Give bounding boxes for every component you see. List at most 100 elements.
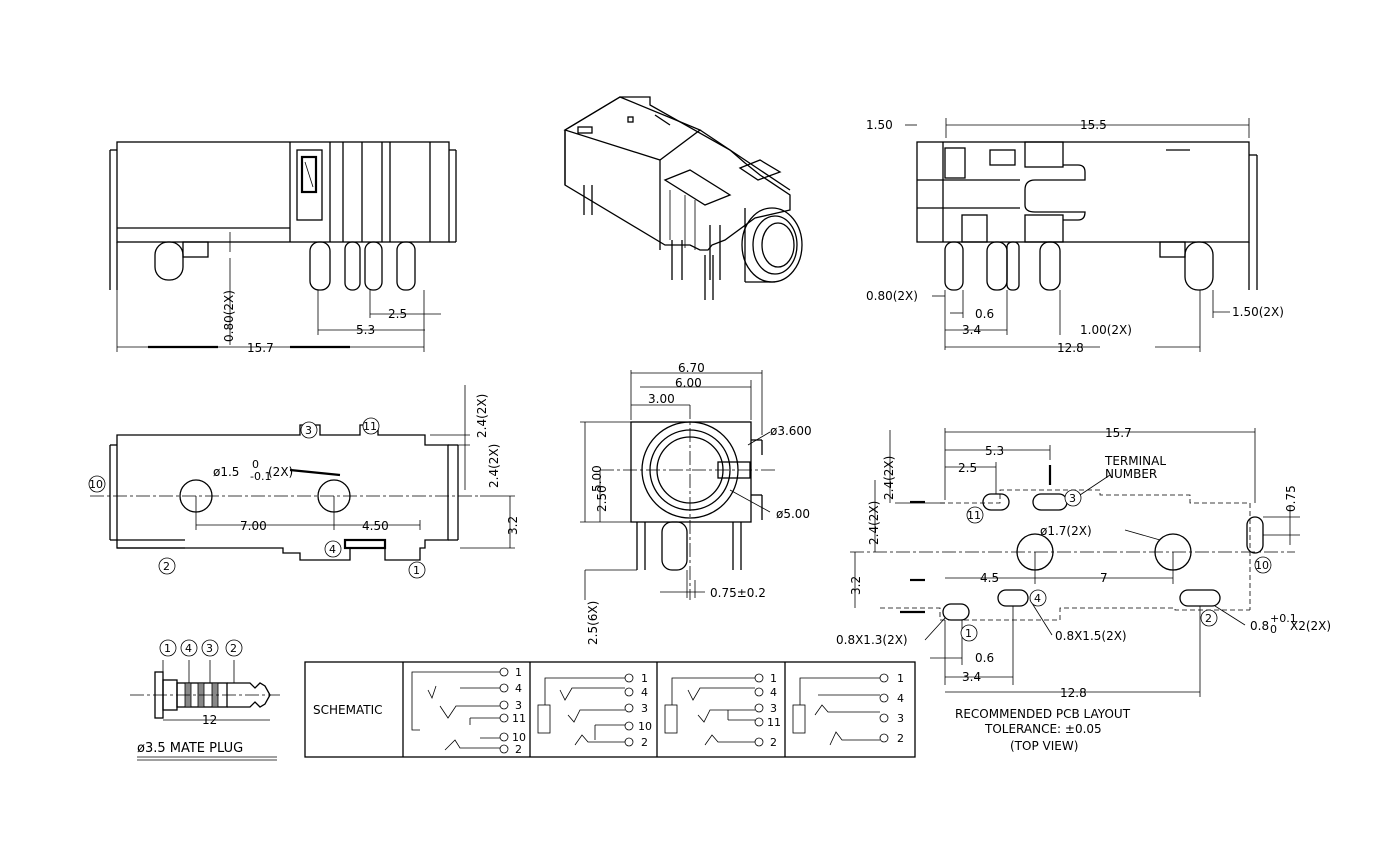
pin-10-label: 10 (89, 478, 103, 491)
dim-hole: ø1.5 (213, 465, 239, 479)
pcb-dim-3-2: 3.2 (849, 576, 863, 595)
dim-12-8: 12.8 (1057, 341, 1084, 355)
dim-2-4-a: 2.4(2X) (475, 394, 489, 438)
pcb-caption-2: TOLERANCE: ±0.05 (984, 722, 1102, 736)
sch2-pin-2: 3 (641, 702, 648, 715)
pad-c-label: 0.8 (1250, 619, 1269, 633)
dim-pitch-a: 5.3 (356, 323, 375, 337)
pcb-dim-2-4-a: 2.4(2X) (882, 456, 896, 500)
sch1-pin-5: 2 (515, 743, 522, 756)
plug-pin-2: 2 (230, 642, 237, 655)
dim-hole-count: (2X) (268, 465, 293, 479)
dim-2-4-b: 2.4(2X) (487, 444, 501, 488)
sch3-pin-0: 1 (770, 672, 777, 685)
pcb-dim-0-75: 0.75 (1284, 485, 1298, 512)
front-view: 6.70 6.00 3.00 5.00 2.50 ø3.600 ø5.00 2.… (580, 361, 812, 645)
dim-0-6: 0.6 (975, 307, 994, 321)
sch1-pin-3: 11 (512, 712, 526, 725)
jack-body-outline (116, 141, 450, 243)
top-view: 7.00 4.50 ø1.5 0 -0.1 (2X) 2.4(2X) 2.4(2… (88, 385, 520, 579)
sch3-pin-4: 2 (770, 736, 777, 749)
pad-c-tol-lower: 0 (1270, 623, 1277, 636)
pin-3-label: 3 (305, 424, 312, 437)
dim-3-2: 3.2 (506, 516, 520, 535)
pcb-dim-3-4: 3.4 (962, 670, 981, 684)
dim-6-00: 6.00 (675, 376, 702, 390)
pcb-pin-1: 1 (965, 627, 972, 640)
dim-overall-length: 15.7 (247, 341, 274, 355)
pcb-dim-4-5: 4.5 (980, 571, 999, 585)
sch2-pin-0: 1 (641, 672, 648, 685)
sch2-pin-3: 10 (638, 720, 652, 733)
dim-1-00: 1.00(2X) (1080, 323, 1132, 337)
dim-0-75: 0.75±0.2 (710, 586, 766, 600)
pcb-pin-3: 3 (1069, 492, 1076, 505)
plug-dim-length: 12 (202, 713, 217, 727)
sch4-pin-3: 2 (897, 732, 904, 745)
dim-pin-right: 0.80(2X) (866, 289, 918, 303)
pin-4-label: 4 (329, 543, 336, 556)
pcb-dim-5-3: 5.3 (985, 444, 1004, 458)
sch3-pin-2: 3 (770, 702, 777, 715)
dim-5-00: 5.00 (590, 465, 604, 492)
sch4-pin-1: 4 (897, 692, 904, 705)
dim-pitch-b: 2.5 (388, 307, 407, 321)
pcb-pin-2: 2 (1205, 612, 1212, 625)
pcb-dim-hole: ø1.7(2X) (1040, 524, 1092, 538)
sch4-pin-2: 3 (897, 712, 904, 725)
dim-2-5-6x: 2.5(6X) (586, 601, 600, 645)
sch4-pin-0: 1 (897, 672, 904, 685)
dim-3-600: ø3.600 (770, 424, 812, 438)
plug-pin-4: 4 (185, 642, 192, 655)
dim-6-70: 6.70 (678, 361, 705, 375)
dim-4-50: 4.50 (362, 519, 389, 533)
plug-caption: ø3.5 MATE PLUG (137, 741, 243, 756)
sch1-pin-4: 10 (512, 731, 526, 744)
sch3-pin-3: 11 (767, 716, 781, 729)
sch1-pin-2: 3 (515, 699, 522, 712)
pcb-dim-overall: 15.7 (1105, 426, 1132, 440)
side-view-left: 15.7 5.3 2.5 0.80(2X) (109, 141, 457, 355)
pcb-dim-7: 7 (1100, 571, 1108, 585)
plug-pin-3: 3 (206, 642, 213, 655)
pcb-caption-3: (TOP VIEW) (1010, 739, 1078, 753)
sch2-pin-1: 4 (641, 686, 648, 699)
pin-1-label: 1 (413, 564, 420, 577)
pcb-pin-4: 4 (1034, 592, 1041, 605)
dim-3-00: 3.00 (648, 392, 675, 406)
dim-length: 15.5 (1080, 118, 1107, 132)
terminal-label-1: TERMINAL (1104, 454, 1166, 468)
pcb-dim-2-5: 2.5 (958, 461, 977, 475)
pcb-caption-1: RECOMMENDED PCB LAYOUT (955, 707, 1131, 721)
pin-11-label: 11 (363, 420, 377, 433)
sch3-pin-1: 4 (770, 686, 777, 699)
pcb-layout: 15.7 5.3 2.5 2.4(2X) 2.4(2X) 3.2 4.5 7 ø… (836, 426, 1331, 753)
pin-2-label: 2 (163, 560, 170, 573)
plug-pin-1: 1 (164, 642, 171, 655)
pad-b-label: 0.8X1.5(2X) (1055, 629, 1127, 643)
pcb-pin-10: 10 (1255, 559, 1269, 572)
pad-a-label: 0.8X1.3(2X) (836, 633, 908, 647)
dim-3-4: 3.4 (962, 323, 981, 337)
isometric-view (563, 96, 803, 300)
sch1-pin-0: 1 (515, 666, 522, 679)
schematic-title: SCHEMATIC (313, 703, 382, 717)
dim-1-50: 1.50(2X) (1232, 305, 1284, 319)
dim-hole-tol-upper: 0 (252, 458, 259, 471)
pcb-pin-11: 11 (967, 509, 981, 522)
side-view-right: 15.5 1.50 0.80(2X) 0.6 3.4 1.00(2X) 12.8… (866, 118, 1284, 355)
dim-7-00: 7.00 (240, 519, 267, 533)
dim-flange: 1.50 (866, 118, 893, 132)
schematic-table: SCHEMATIC 1 4 3 11 10 2 1 (304, 661, 916, 758)
mate-plug: 1 4 3 2 12 ø3.5 MATE PLUG (130, 639, 280, 761)
pcb-dim-12-8: 12.8 (1060, 686, 1087, 700)
dim-hole-tol-lower: -0.1 (250, 470, 271, 483)
dim-5-00-dia: ø5.00 (776, 507, 810, 521)
sch2-pin-4: 2 (641, 736, 648, 749)
dim-pin-width: 0.80(2X) (222, 290, 236, 342)
pcb-dim-2-4-b: 2.4(2X) (867, 501, 881, 545)
terminal-label-2: NUMBER (1105, 467, 1157, 481)
pcb-dim-0-6: 0.6 (975, 651, 994, 665)
pad-c-count: X2(2X) (1290, 619, 1331, 633)
